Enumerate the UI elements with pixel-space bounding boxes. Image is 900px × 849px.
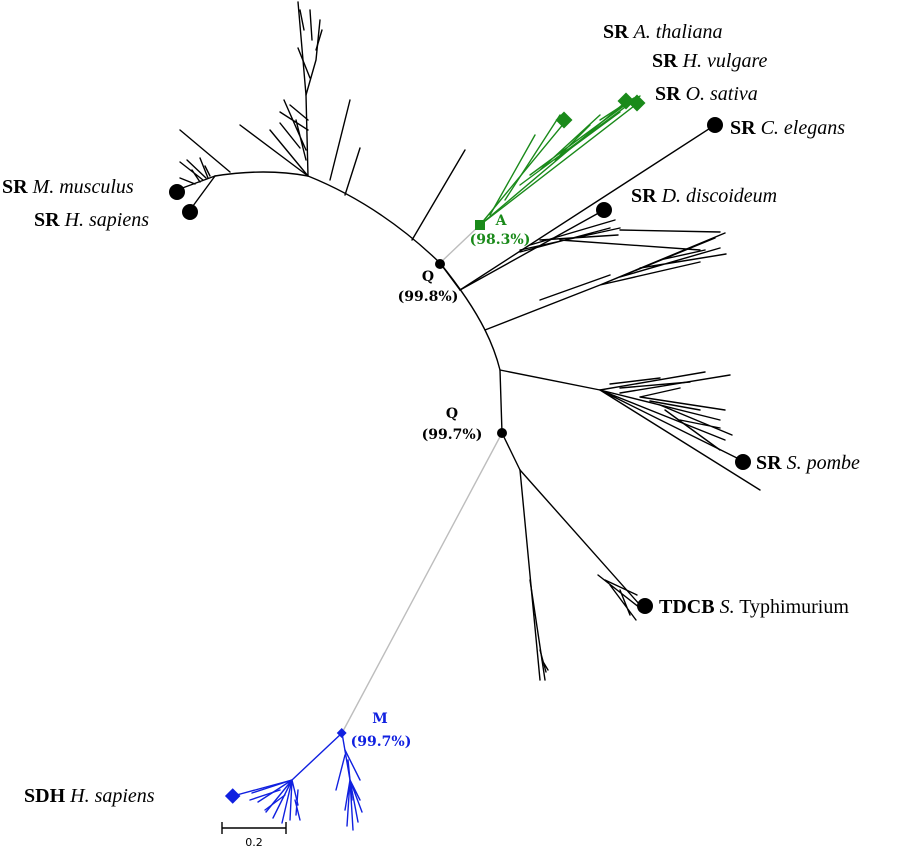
node-letter: Q — [446, 406, 458, 422]
taxon-label-sdh-h-sapiens: SDH H. sapiens — [24, 785, 155, 807]
node-support: (99.8%) — [398, 289, 459, 305]
node-letter: Q — [422, 269, 434, 285]
node-label-m: M (99.7%) — [351, 711, 412, 750]
diamond-icon — [555, 111, 573, 129]
diamond-icon — [336, 728, 347, 738]
taxon-label-sr-d-discoideum: SR D. discoideum — [631, 185, 777, 207]
taxon-label-sr-c-elegans: SR C. elegans — [730, 117, 845, 139]
taxon-label-tdcb-s-typhimurium: TDCB S. Typhimurium — [659, 596, 849, 618]
circle-icon — [707, 117, 723, 133]
circle-icon — [596, 202, 612, 218]
node-support: (99.7%) — [422, 427, 483, 443]
node-letter: A — [495, 213, 508, 229]
black-branches — [176, 1, 761, 681]
circle-icon — [735, 454, 751, 470]
taxon-label-sr-m-musculus: SR M. musculus — [2, 176, 134, 198]
circle-icon — [169, 184, 185, 200]
circle-icon — [497, 428, 507, 438]
gray-connector-branches — [341, 224, 503, 734]
square-icon — [475, 220, 485, 230]
circle-icon — [637, 598, 653, 614]
node-label-q-upper: Q (99.8%) — [398, 269, 459, 305]
circle-icon — [435, 259, 445, 269]
node-letter: M — [372, 711, 388, 727]
scale-bar-label: 0.2 — [245, 836, 263, 849]
node-label-a: A (98.3%) — [470, 213, 531, 248]
taxon-label-sr-h-vulgare: SR H. vulgare — [652, 50, 767, 72]
taxon-label-sr-h-sapiens: SR H. sapiens — [34, 209, 149, 231]
node-label-q-lower: Q (99.7%) — [422, 406, 483, 443]
diamond-icon — [617, 92, 635, 110]
blue-branches — [232, 732, 363, 831]
taxon-label-sr-a-thaliana: SR A. thaliana — [603, 21, 722, 43]
green-branches — [479, 95, 641, 226]
node-support: (99.7%) — [351, 734, 412, 750]
scale-bar-line — [221, 822, 287, 834]
circle-icon — [182, 204, 198, 220]
taxon-label-sr-o-sativa: SR O. sativa — [655, 83, 758, 105]
diamond-icon — [628, 94, 646, 112]
diamond-icon — [224, 788, 241, 804]
node-support: (98.3%) — [470, 232, 531, 248]
taxon-label-sr-s-pombe: SR S. pombe — [756, 452, 860, 474]
scale-bar: 0.2 — [221, 822, 287, 849]
